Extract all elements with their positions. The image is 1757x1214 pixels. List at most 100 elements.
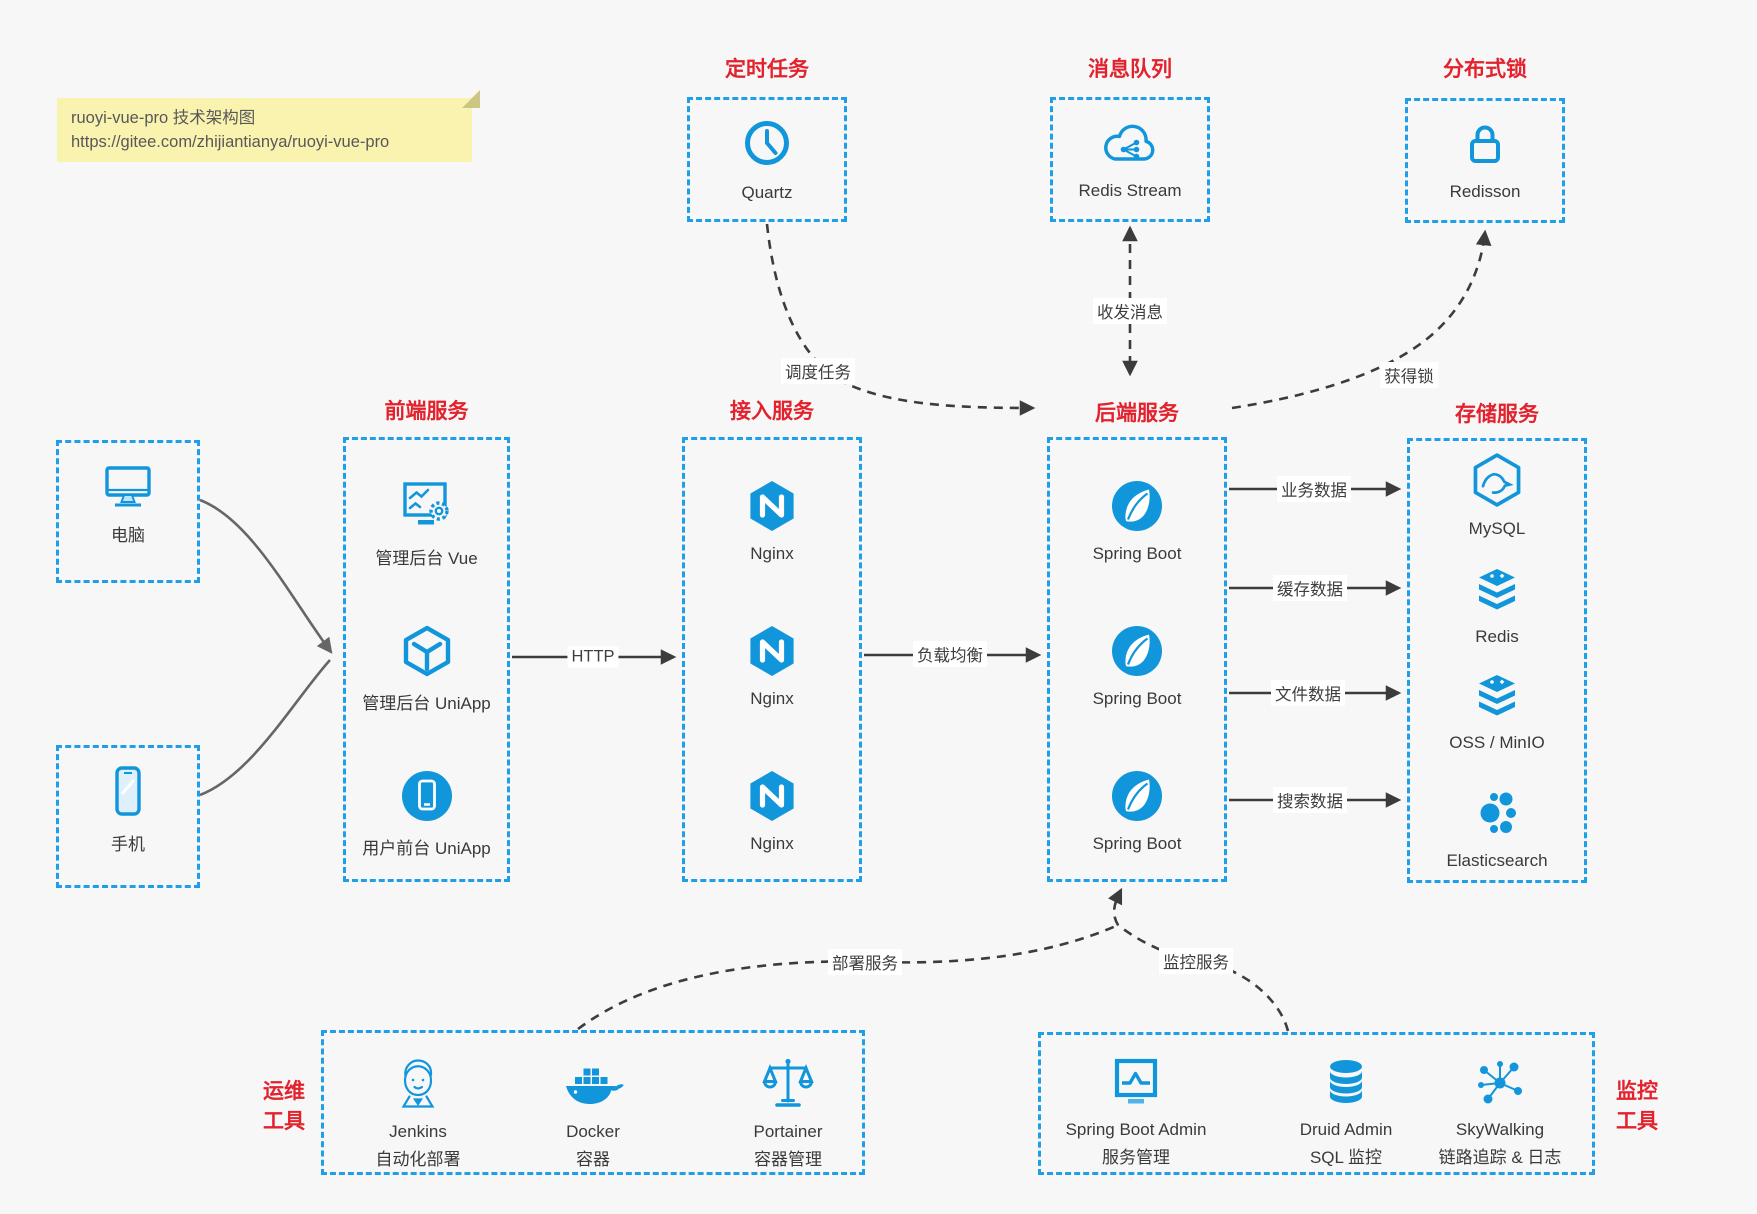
group-title-backend: 后端服务	[1095, 402, 1179, 425]
client-box-pc: 电脑	[56, 440, 200, 583]
tool-name: Docker	[566, 1122, 620, 1141]
nginx-icon	[750, 771, 794, 821]
node-label: Spring Boot	[1092, 544, 1182, 563]
node-label: Redisson	[1449, 182, 1521, 201]
tool-desc: 容器管理	[754, 1150, 822, 1169]
tool-desc: 容器	[576, 1150, 610, 1169]
oss-minio-icon	[1479, 675, 1515, 716]
tool-desc: 自动化部署	[375, 1150, 461, 1169]
node-label: Spring Boot	[1092, 834, 1182, 853]
group-box-monitoring: Spring Boot Admin 服务管理 Druid Admin SQL 监…	[1038, 1032, 1595, 1175]
group-box-storage: MySQL Redis	[1407, 438, 1587, 883]
tool-name: Druid Admin	[1299, 1120, 1393, 1139]
node-label: Nginx	[750, 689, 794, 708]
group-title-lock: 分布式锁	[1443, 58, 1527, 81]
spring-boot-admin-icon	[1114, 1058, 1158, 1104]
redis-icon	[1479, 569, 1515, 610]
cloud-stream-icon	[1104, 124, 1155, 161]
sticky-note: ruoyi-vue-pro 技术架构图 https://gitee.com/zh…	[57, 90, 480, 162]
node-label: Quartz	[741, 183, 793, 202]
docker-icon	[566, 1068, 624, 1104]
node-label: Redis Stream	[1078, 181, 1182, 200]
edge-label-schedule: 调度任务	[781, 358, 855, 384]
node-label: 管理后台 Vue	[375, 549, 478, 568]
group-title-storage: 存储服务	[1455, 403, 1539, 426]
spring-boot-icon	[1112, 626, 1162, 676]
note-fold-corner	[462, 90, 480, 108]
tool-skywalking: SkyWalking 链路追踪 & 日志	[1405, 1053, 1595, 1168]
ops-tools-title: 运维 工具	[263, 1080, 305, 1133]
edge-label-search: 搜索数据	[1273, 787, 1347, 813]
edge-label-http: HTTP	[567, 646, 619, 668]
edge-deploy	[577, 923, 1119, 1031]
edge-label-deploy: 部署服务	[828, 949, 902, 975]
group-title-scheduler: 定时任务	[725, 58, 809, 81]
tool-docker: Docker 容器	[508, 1053, 678, 1170]
node-label: Spring Boot	[1092, 689, 1182, 708]
node-label: Redis	[1475, 627, 1519, 646]
edge-mobile-frontend	[199, 659, 331, 797]
jenkins-icon	[401, 1059, 435, 1108]
node-label: Nginx	[750, 544, 794, 563]
edge-pc-frontend	[199, 498, 333, 654]
skywalking-icon	[1478, 1061, 1522, 1104]
tool-jenkins: Jenkins 自动化部署	[333, 1053, 503, 1170]
edge-label-monitor: 监控服务	[1159, 948, 1233, 974]
admin-vue-icon	[402, 482, 449, 525]
tool-druid-admin: Druid Admin SQL 监控	[1251, 1053, 1441, 1168]
tool-desc: 链路追踪 & 日志	[1438, 1148, 1562, 1167]
group-box-backend: Spring Boot Spring Boot Spring Boot	[1047, 437, 1227, 882]
edge-label-cache: 缓存数据	[1273, 575, 1347, 601]
group-title-mq: 消息队列	[1088, 58, 1172, 81]
group-box-frontend: 管理后台 Vue 管理后台 UniApp 用户前台 UniApp	[343, 437, 510, 882]
monitoring-tools-title: 监控 工具	[1616, 1080, 1658, 1133]
group-box-lock: Redisson	[1405, 98, 1565, 223]
clock-icon	[745, 121, 789, 165]
edge-into-backend	[1108, 887, 1123, 926]
edge-lock	[1231, 229, 1492, 410]
tool-desc: SQL 监控	[1309, 1148, 1383, 1167]
node-label: MySQL	[1468, 519, 1526, 538]
desktop-icon	[105, 466, 151, 507]
node-label: 管理后台 UniApp	[362, 694, 491, 713]
node-label: 电脑	[111, 526, 145, 545]
edge-label-business: 业务数据	[1277, 476, 1351, 502]
node-label: 用户前台 UniApp	[362, 839, 491, 858]
node-label: Elasticsearch	[1446, 851, 1548, 870]
note-title: ruoyi-vue-pro 技术架构图	[71, 109, 256, 127]
spring-boot-icon	[1112, 481, 1162, 531]
elasticsearch-icon	[1480, 792, 1516, 833]
group-title-access: 接入服务	[730, 400, 814, 423]
tool-name: Portainer	[753, 1122, 823, 1141]
tool-spring-boot-admin: Spring Boot Admin 服务管理	[1041, 1053, 1231, 1168]
smartphone-icon	[115, 766, 141, 816]
nginx-icon	[750, 626, 794, 676]
node-label: OSS / MinIO	[1449, 733, 1545, 752]
mysql-icon	[1473, 453, 1521, 507]
druid-database-icon	[1330, 1060, 1362, 1103]
tool-portainer: Portainer 容器管理	[703, 1053, 873, 1170]
tool-name: Spring Boot Admin	[1065, 1120, 1207, 1139]
group-box-ops: Jenkins 自动化部署 Docker 容器	[321, 1030, 865, 1175]
edge-label-message: 收发消息	[1093, 298, 1167, 324]
tool-name: Jenkins	[389, 1122, 447, 1141]
node-label: Nginx	[750, 834, 794, 853]
group-box-mq: Redis Stream	[1050, 97, 1210, 222]
lock-icon	[1470, 125, 1500, 163]
user-app-icon	[401, 771, 452, 821]
spring-boot-icon	[1112, 771, 1162, 821]
tool-desc: 服务管理	[1102, 1148, 1170, 1167]
nginx-icon	[750, 481, 794, 531]
edge-monitor	[1117, 923, 1290, 1032]
portainer-scales-icon	[762, 1058, 814, 1107]
tool-name: SkyWalking	[1455, 1120, 1545, 1139]
client-box-mobile: 手机	[56, 745, 200, 888]
node-label: 手机	[111, 835, 145, 854]
edge-label-balance: 负载均衡	[913, 641, 987, 667]
note-url: https://gitee.com/zhijiantianya/ruoyi-vu…	[71, 133, 390, 151]
group-box-scheduler: Quartz	[687, 97, 847, 222]
edge-label-file: 文件数据	[1271, 680, 1345, 706]
group-title-frontend: 前端服务	[384, 400, 469, 423]
group-box-access: Nginx Nginx Nginx	[682, 437, 862, 882]
